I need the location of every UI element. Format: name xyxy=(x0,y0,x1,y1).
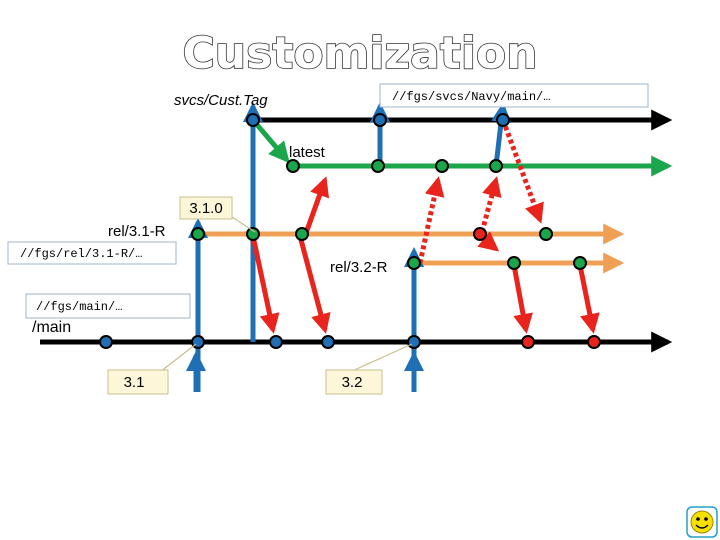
commit-node xyxy=(473,227,487,241)
version-box-32 xyxy=(325,369,383,395)
commit-node xyxy=(496,113,510,127)
callout-pointer xyxy=(231,216,256,233)
commit-node xyxy=(521,335,535,349)
path-label-rel31: //fgs/rel/3.1-R/… xyxy=(20,247,142,261)
path-box-rel31 xyxy=(7,241,177,265)
branch-label-rel32: rel/3.2-R xyxy=(330,259,388,276)
path-label-navy-main: //fgs/svcs/Navy/main/… xyxy=(392,90,550,104)
commit-node xyxy=(286,159,300,173)
dashed-merge-rel32-latest xyxy=(417,176,445,264)
smiley-face-icon xyxy=(686,506,718,538)
callout-pointer xyxy=(159,343,197,373)
version-label-310: 3.1.0 xyxy=(189,200,222,217)
commit-node xyxy=(573,256,587,270)
path-box-navy-main xyxy=(379,83,649,108)
merge-arrow-rel32-main xyxy=(511,264,533,334)
commit-node xyxy=(295,227,309,241)
commit-node xyxy=(269,335,283,349)
commit-node xyxy=(539,227,553,241)
branch-label-latest: latest xyxy=(289,144,326,161)
branch-label-main: /main xyxy=(32,319,71,336)
merge-arrow-rel31-main xyxy=(250,235,280,334)
commit-node xyxy=(407,256,421,270)
commit-node xyxy=(246,113,260,127)
commit-node xyxy=(435,159,449,173)
version-box-31 xyxy=(107,369,169,395)
commit-node xyxy=(191,227,205,241)
custtag-to-latest-arrow xyxy=(251,118,290,164)
merge-arrow-rel31-latest xyxy=(302,176,330,237)
commit-node xyxy=(489,159,503,173)
branch-label-custtag: svcs/Cust.Tag xyxy=(174,92,268,109)
version-label-31: 3.1 xyxy=(124,374,145,391)
version-box-310 xyxy=(179,196,233,220)
callout-pointer xyxy=(349,343,413,373)
branch-label-rel31: rel/3.1-R xyxy=(108,223,166,240)
version-label-32: 3.2 xyxy=(342,374,363,391)
commit-node xyxy=(373,113,387,127)
commit-node xyxy=(99,335,113,349)
merge-arrow-rel31-main-2 xyxy=(297,235,331,334)
commit-node xyxy=(507,256,521,270)
commit-node xyxy=(587,335,601,349)
path-box-main xyxy=(25,293,191,319)
dashed-merge-custtag-rel31 xyxy=(500,119,544,224)
commit-node xyxy=(246,227,260,241)
commit-node xyxy=(371,159,385,173)
diagram-title: Customization xyxy=(183,28,538,79)
commit-node xyxy=(407,335,421,349)
commit-node xyxy=(321,335,335,349)
path-label-main: //fgs/main/… xyxy=(36,300,122,314)
dashed-merge-rel31-latest xyxy=(479,176,502,233)
merge-arrow-rel32-main-2 xyxy=(577,264,600,334)
